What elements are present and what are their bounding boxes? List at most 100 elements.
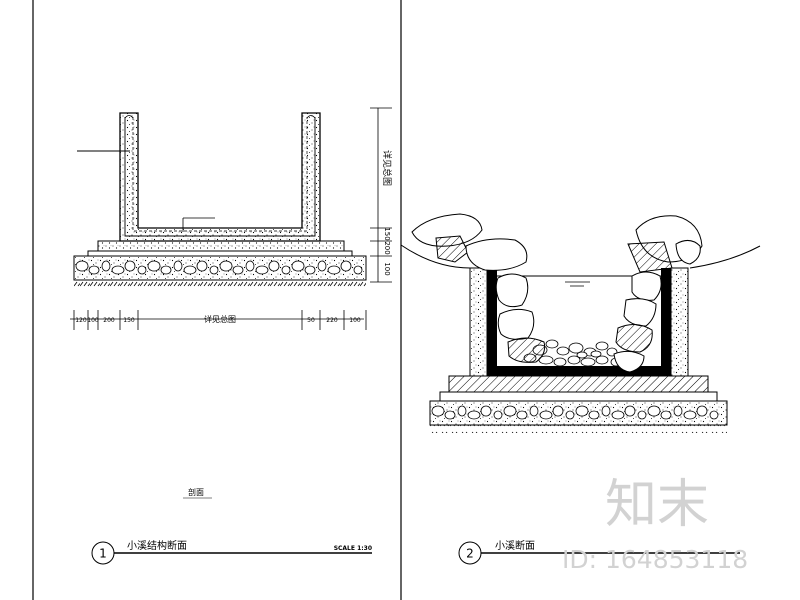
watermark: 知末 ID: 164853118 — [562, 475, 748, 574]
boulder-left-large — [465, 238, 528, 271]
pebble — [590, 350, 602, 358]
gravel-stone — [353, 265, 363, 275]
gravel-stone — [147, 260, 161, 272]
gravel-stone — [516, 410, 528, 420]
gravel-stone — [673, 405, 683, 417]
gravel-stone — [317, 260, 327, 272]
dim-bottom-2: 100 — [87, 317, 99, 324]
gravel-stone — [611, 410, 625, 420]
dim-bottom-1: 120 — [75, 317, 87, 324]
gravel-stone — [529, 405, 539, 417]
gravel-stone — [124, 260, 136, 272]
gravel-stone — [647, 405, 661, 417]
gravel-stone — [696, 405, 708, 417]
pebble — [576, 351, 588, 359]
dim-bottom-5: 50 — [307, 317, 315, 324]
boulder-right-1 — [631, 271, 662, 301]
gravel-stone — [552, 405, 564, 417]
gravel-stone — [683, 410, 697, 420]
gravel-stone — [219, 260, 233, 272]
dim-height-label: 详见总图 — [381, 150, 393, 186]
gravel-stone — [503, 405, 517, 417]
dims-bottom — [70, 310, 367, 330]
gravel-stone — [137, 265, 147, 275]
boulder-right-small — [675, 240, 701, 265]
drawing2-stream-section — [400, 213, 761, 433]
boulder-left-hatched — [435, 235, 469, 263]
sheet-frame — [32, 0, 402, 600]
gravel-stone — [209, 265, 219, 275]
gravel-stone — [255, 265, 269, 275]
gravel-stone — [565, 410, 575, 420]
gravel-stone — [431, 405, 445, 417]
gravel-stone — [467, 410, 481, 420]
boulder-left-2 — [497, 308, 535, 340]
dim-right-3: 100 — [383, 262, 391, 275]
gravel-stone — [340, 260, 352, 272]
boulder-right-2 — [623, 298, 657, 327]
gravel-stone — [709, 410, 719, 420]
drawing2-number: 2 — [466, 547, 474, 561]
gravel-stone — [88, 265, 100, 275]
pebble — [580, 357, 596, 367]
dim-bottom-7: 100 — [349, 317, 361, 324]
cushion-layer — [97, 240, 345, 252]
gravel-stone — [196, 260, 208, 272]
gravel-stone — [173, 260, 183, 272]
dim-width-label: 详见总图 — [204, 314, 236, 324]
channel-wall-outline — [119, 112, 321, 242]
gravel-stone — [327, 265, 341, 275]
pebble — [567, 355, 581, 365]
watermark-id: ID: 164853118 — [562, 545, 748, 574]
boulder-left-top — [411, 213, 483, 247]
gravel-stone — [304, 265, 316, 275]
right-wall — [670, 267, 689, 377]
gravel-stone — [575, 405, 589, 417]
gravel-stone — [624, 405, 636, 417]
gravel-stones-2 — [431, 405, 719, 420]
boulder-right-3 — [615, 324, 653, 353]
gravel-stone — [660, 410, 672, 420]
dim-right-2: 200 — [383, 241, 391, 254]
drawing1-title-block: 1 小溪结构断面 SCALE 1:30 — [91, 539, 372, 565]
drawing2-title: 小溪断面 — [495, 539, 535, 552]
pebble — [545, 339, 559, 349]
dims-right — [370, 107, 392, 283]
pebble — [556, 346, 570, 356]
watermark-logo: 知末 — [605, 475, 709, 535]
dim-right-1: 150 — [383, 227, 391, 240]
gravel-stone — [183, 265, 197, 275]
pebble — [553, 357, 567, 367]
gravel-stone — [539, 410, 553, 420]
gravel-stone — [75, 260, 89, 272]
gravel-stone — [160, 265, 172, 275]
d2-soil — [430, 425, 727, 433]
gravel-stone — [101, 260, 111, 272]
base-layer — [87, 250, 353, 257]
drawing1-structure-section: 详见总图 150 200 100 120 100 200 150 详见总图 50… — [70, 107, 393, 499]
d2-cushion — [448, 375, 709, 393]
soil-hatch — [74, 280, 366, 288]
dim-bottom-6: 220 — [326, 317, 338, 324]
boulder-right-4 — [613, 350, 645, 373]
left-boulders — [411, 213, 546, 363]
drawing1-number: 1 — [99, 547, 107, 561]
pebble — [568, 342, 584, 354]
d2-base — [439, 391, 718, 402]
dim-bottom-3: 200 — [103, 317, 115, 324]
gravel-stone — [457, 405, 467, 417]
gravel-stone — [493, 410, 503, 420]
gravel-stone — [232, 265, 244, 275]
gravel-stone — [281, 265, 291, 275]
gravel-stone — [111, 265, 125, 275]
boulder-left-1 — [495, 273, 529, 308]
drawing2-title-block: 2 小溪断面 — [458, 539, 740, 565]
drawing1-scale: SCALE 1:30 — [334, 545, 372, 552]
drawing1-title: 小溪结构断面 — [127, 539, 187, 552]
gravel-stone — [268, 260, 280, 272]
gravel-stone — [291, 260, 305, 272]
dim-bottom-4: 150 — [123, 317, 135, 324]
gravel-stone — [245, 260, 255, 272]
gravel-stone — [444, 410, 456, 420]
